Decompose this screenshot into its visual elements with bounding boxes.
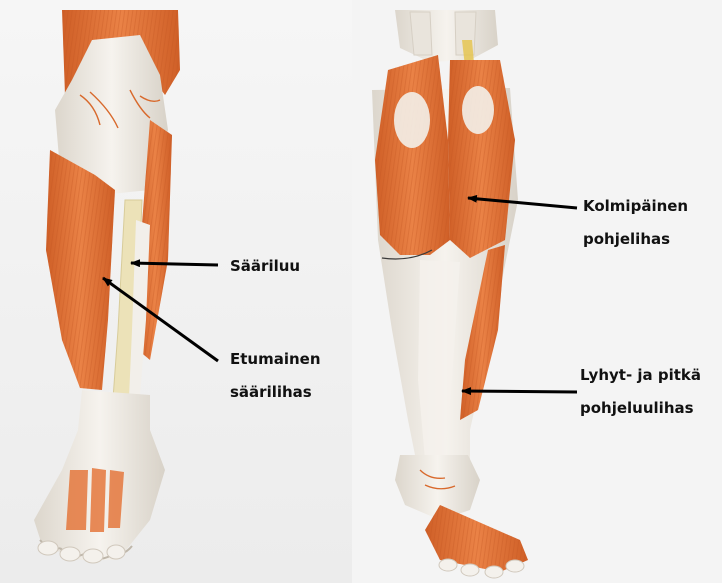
- label-kolmipainen-pohjelihas: Kolmipäinen pohjelihas: [583, 196, 688, 250]
- label-etumainen-saarilihas: Etumainen säärilihas: [230, 349, 321, 403]
- label-etumainen-line-2: säärilihas: [230, 382, 321, 403]
- label-lyhyt-ja-pitka-pohjeluulihas: Lyhyt- ja pitkä pohjeluulihas: [580, 365, 701, 419]
- label-etumainen-line-1: Etumainen: [230, 349, 321, 370]
- label-kolmipainen-line-1: Kolmipäinen: [583, 196, 688, 217]
- label-sariluu-line-1: Sääriluu: [230, 256, 300, 277]
- label-lyhyt-line-1: Lyhyt- ja pitkä: [580, 365, 701, 386]
- label-sariluu: Sääriluu: [230, 256, 300, 277]
- label-kolmipainen-line-2: pohjelihas: [583, 229, 688, 250]
- label-lyhyt-line-2: pohjeluulihas: [580, 398, 701, 419]
